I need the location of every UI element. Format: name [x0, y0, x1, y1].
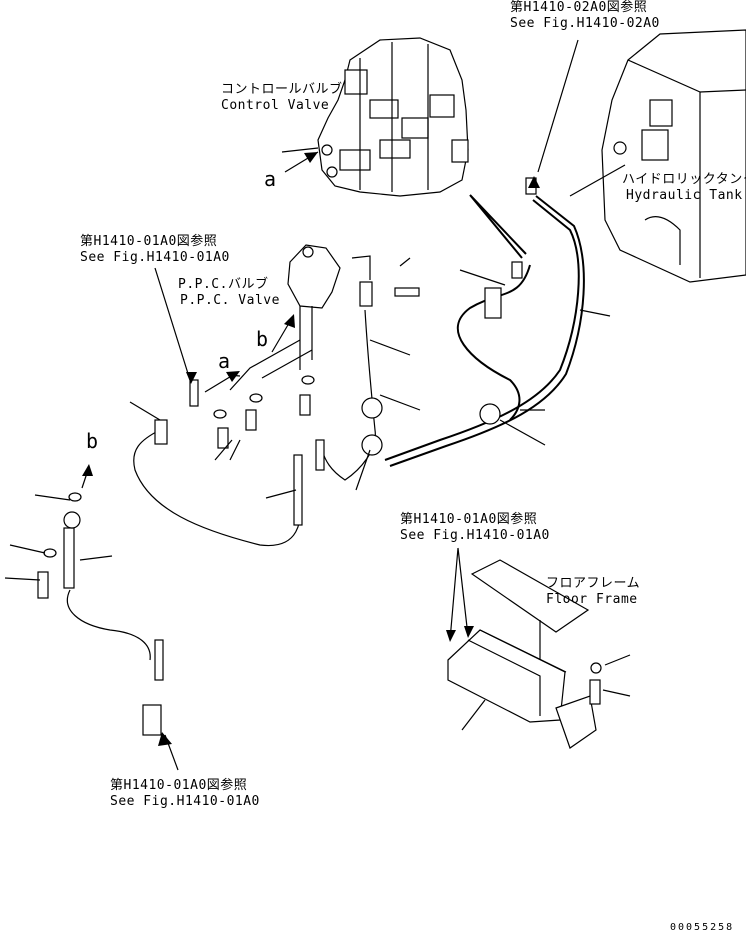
- ref-bottom-en: See Fig.H1410-01A0: [110, 794, 260, 809]
- floor-frame-drawing: [447, 559, 602, 749]
- ref-floor-en: See Fig.H1410-01A0: [400, 528, 550, 543]
- ppc-valve-label-en: P.P.C. Valve: [180, 293, 280, 308]
- ref-bottom-jp: 第H1410-01A0図参照: [110, 778, 248, 793]
- marker-b-upper: b: [256, 327, 269, 351]
- floor-frame-label-jp: フロアフレーム: [546, 576, 641, 591]
- ref-top-right-jp: 第H1410-02A0図参照: [510, 0, 648, 15]
- marker-a-upper: a: [264, 167, 277, 191]
- ref-floor-jp: 第H1410-01A0図参照: [400, 512, 538, 527]
- marker-b-lower: b: [86, 429, 99, 453]
- floor-frame-label-en: Floor Frame: [546, 592, 638, 607]
- control-valve-label-en: Control Valve: [221, 98, 330, 113]
- ref-left-en: See Fig.H1410-01A0: [80, 250, 230, 265]
- hydraulic-tank-label-jp: ハイドロリックタンク: [622, 172, 746, 187]
- hydraulic-tank-drawing: [601, 29, 746, 283]
- control-valve-label-jp: コントロールバルブ: [221, 82, 343, 97]
- ref-top-right-en: See Fig.H1410-02A0: [510, 16, 660, 31]
- control-valve-drawing: [317, 37, 469, 197]
- ref-left-jp: 第H1410-01A0図参照: [80, 234, 218, 249]
- direction-arrows: [81, 151, 540, 746]
- doc-id: 00055258: [670, 922, 735, 933]
- ppc-valve-drawing: [229, 244, 341, 391]
- marker-a-lower: a: [218, 349, 231, 373]
- hydraulic-tank-label-en: Hydraulic Tank: [626, 188, 743, 203]
- ppc-valve-label-jp: P.P.C.バルブ: [178, 277, 269, 292]
- hose-lines: [37, 177, 585, 736]
- leader-lines: [4, 39, 631, 771]
